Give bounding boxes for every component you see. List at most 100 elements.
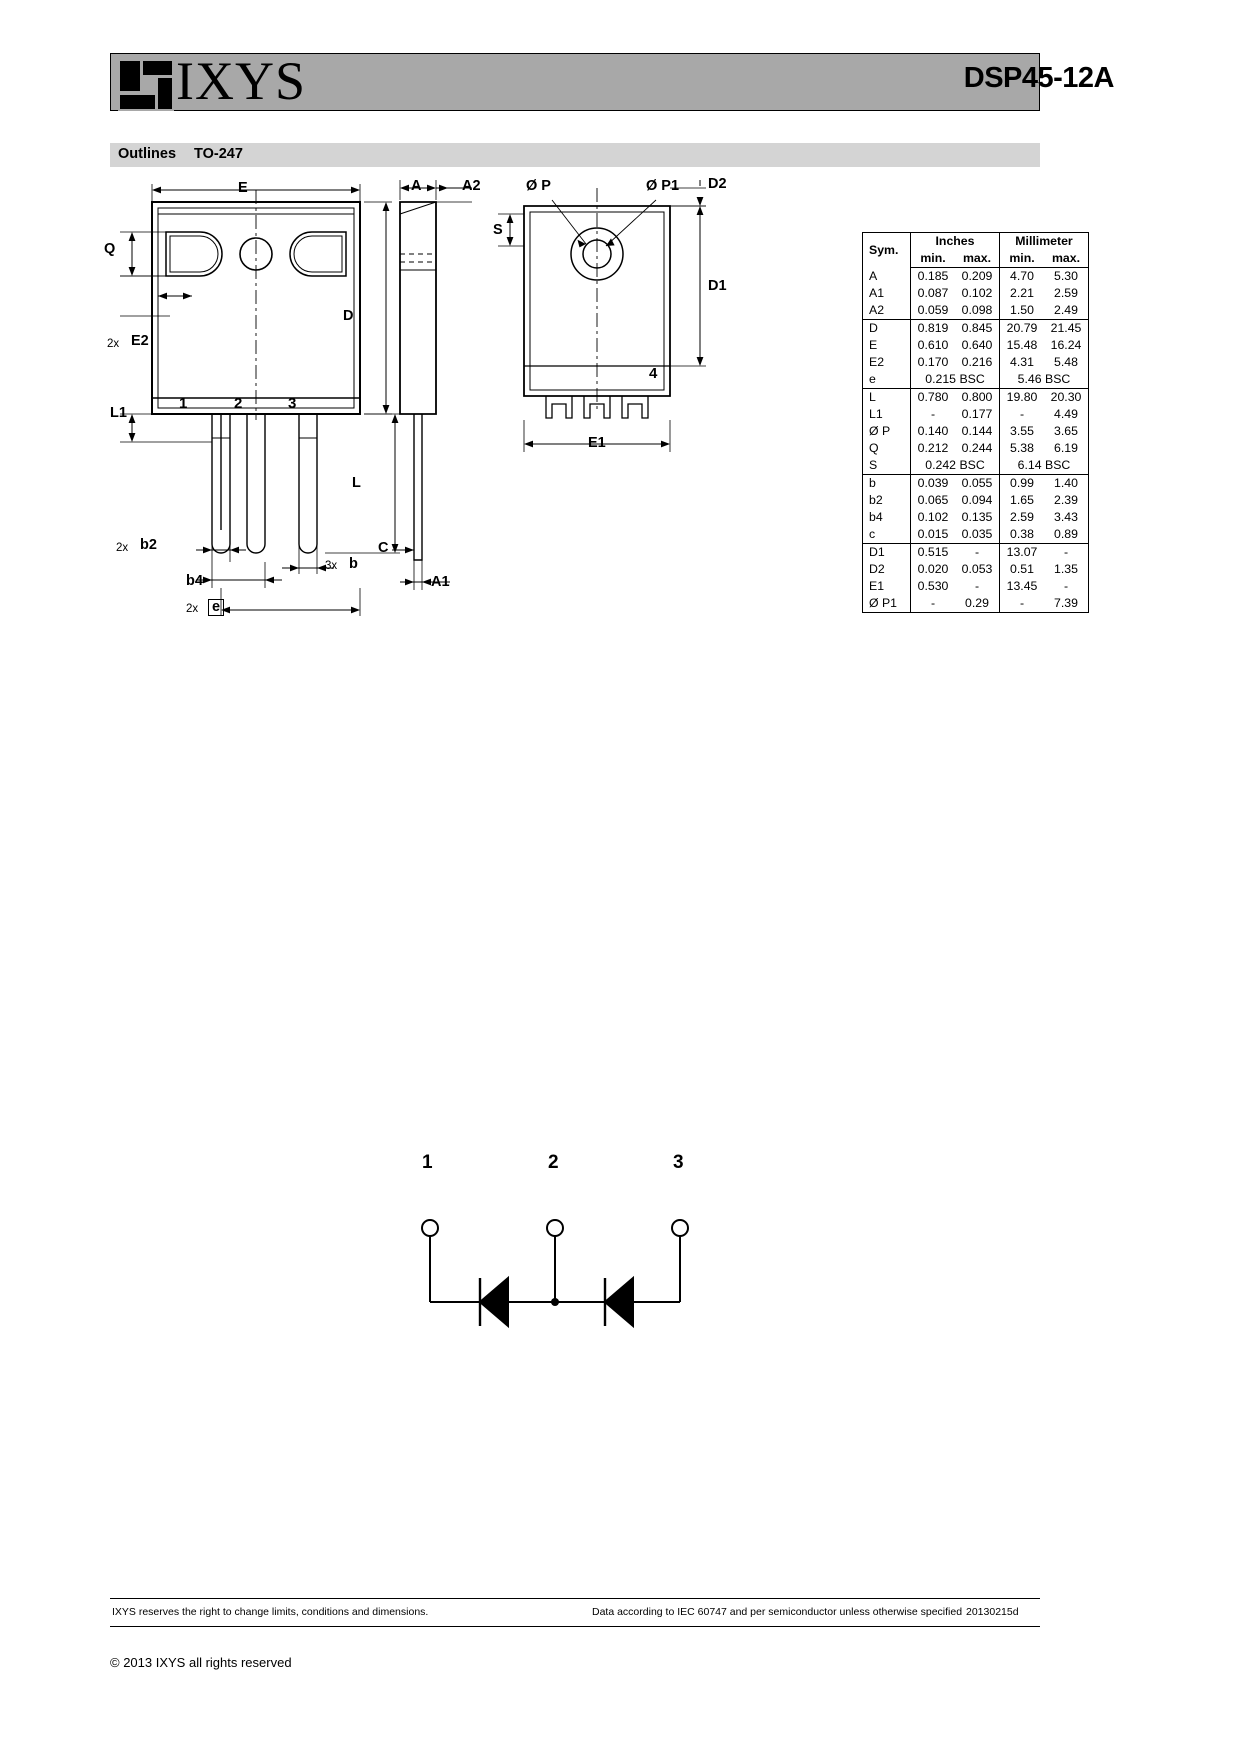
cell-mm-max: - <box>1063 579 1069 593</box>
cell-inches-min: 0.530 <box>910 578 955 595</box>
cell-inches-max: 0.29 <box>965 596 989 610</box>
cell-inches-min: 0.020 <box>910 561 955 578</box>
part-number-title: DSP45-12A <box>963 62 1115 94</box>
ixys-logo-text: IXYS <box>176 51 307 111</box>
dimension-table: Sym. Inches Millimeter min. max. min. ma… <box>862 232 1089 613</box>
dim-label-e: e <box>208 599 225 616</box>
cell-mm-min: 5.38 <box>999 440 1044 457</box>
row-symbol: A1 <box>869 286 885 300</box>
cell-inches-max: 0.094 <box>961 493 993 507</box>
cell-inches-min: 0.065 <box>910 492 955 509</box>
cell-inches-max: 0.102 <box>961 286 993 300</box>
cell-mm-min: 1.65 <box>999 492 1044 509</box>
dim-label-A1: A1 <box>431 574 450 590</box>
ixys-logo-mark <box>118 59 174 111</box>
cell-inches-min: 0.059 <box>910 302 955 320</box>
dimension-table-head: Sym. Inches Millimeter min. max. min. ma… <box>863 232 1089 268</box>
dim-label-L: L <box>352 475 361 491</box>
cell-mm-max: 4.49 <box>1054 407 1078 421</box>
row-symbol: Ø P <box>869 424 891 438</box>
cell-mm-max: 5.48 <box>1054 355 1078 369</box>
pin-number-2: 2 <box>234 395 243 412</box>
cell-mm-max: 21.45 <box>1044 319 1089 337</box>
cell-inches-max: 0.216 <box>961 355 993 369</box>
cell-inches-max: 0.098 <box>961 303 993 317</box>
dim-label-b4: b4 <box>186 573 203 589</box>
dim-label-D2: D2 <box>708 176 727 192</box>
cell-mm-max: 3.43 <box>1054 510 1078 524</box>
row-symbol: Q <box>869 441 879 455</box>
table-header-row-2: min. max. min. max. <box>863 250 1089 268</box>
col-header-mm-max: max. <box>1044 250 1089 268</box>
row-symbol: A2 <box>869 303 885 317</box>
col-header-inches: Inches <box>910 232 1000 250</box>
row-symbol: S <box>869 458 878 472</box>
cell-mm-min: 15.48 <box>999 337 1044 354</box>
section-bar <box>110 143 1040 167</box>
dim-mult-b: 3x <box>325 560 338 572</box>
cell-mm-max: 20.30 <box>1044 388 1089 406</box>
cell-inches-max: 0.800 <box>955 388 1000 406</box>
row-symbol: L <box>862 388 911 406</box>
dim-label-Q: Q <box>104 241 116 257</box>
row-symbol: D1 <box>862 543 911 561</box>
cell-inches-max: 0.135 <box>961 510 993 524</box>
cell-mm-min: 19.80 <box>999 388 1044 406</box>
cell-inches-min: 0.515 <box>910 543 955 561</box>
dim-label-C: C <box>378 540 389 556</box>
cell-inches-min: 0.819 <box>910 319 955 337</box>
cell-inches-min: 0.102 <box>910 509 955 526</box>
cell-mm-min: 0.38 <box>999 526 1044 544</box>
cell-mm-min: 0.99 <box>999 474 1044 492</box>
dim-label-b: b <box>349 556 358 572</box>
header-bar <box>110 53 1040 111</box>
cell-inches-min: 0.170 <box>910 354 955 371</box>
cell-inches-min: 0.212 <box>910 440 955 457</box>
footer-rule-bottom <box>110 1626 1040 1627</box>
cell-inches-bsc: 0.215 BSC <box>910 371 1000 389</box>
row-symbol: E <box>869 338 878 352</box>
schematic-terminal-2: 2 <box>548 1152 559 1173</box>
cell-mm-max: 3.65 <box>1054 424 1078 438</box>
cell-mm-min: 13.45 <box>999 578 1044 595</box>
cell-mm-max: 5.30 <box>1054 269 1078 283</box>
outline-drawings: E Q D L L1 2x E2 2x b2 b4 3x b 2x e 1 2 … <box>100 170 760 670</box>
col-header-sym: Sym. <box>869 242 899 257</box>
cell-inches-max: - <box>974 579 980 593</box>
cell-inches-min: 0.610 <box>910 337 955 354</box>
cell-inches-max: - <box>955 543 1000 561</box>
row-symbol: A <box>869 268 878 283</box>
row-symbol: b2 <box>869 493 883 507</box>
cell-inches-min: 0.015 <box>910 526 955 544</box>
row-symbol: D2 <box>869 562 885 576</box>
col-header-mm-min: min. <box>999 250 1044 268</box>
cell-mm-max: 1.35 <box>1054 562 1078 576</box>
col-header-in-min: min. <box>910 250 955 268</box>
dim-label-D1: D1 <box>708 278 727 294</box>
cell-inches-min: - <box>910 406 955 423</box>
cell-mm-min: - <box>999 595 1044 613</box>
cell-mm-min: 4.70 <box>999 267 1044 285</box>
dim-label-P1: Ø P1 <box>646 178 680 194</box>
cell-mm-max: 7.39 <box>1054 596 1078 610</box>
row-symbol: e <box>869 372 876 386</box>
cell-inches-max: 0.244 <box>961 441 993 455</box>
cell-inches-max: 0.053 <box>961 562 993 576</box>
cell-inches-max: 0.209 <box>961 269 993 283</box>
row-symbol: E1 <box>869 579 885 593</box>
dim-label-b2: b2 <box>140 537 157 553</box>
dim-label-P: Ø P <box>526 178 551 194</box>
footer-rule-top <box>110 1598 1040 1599</box>
